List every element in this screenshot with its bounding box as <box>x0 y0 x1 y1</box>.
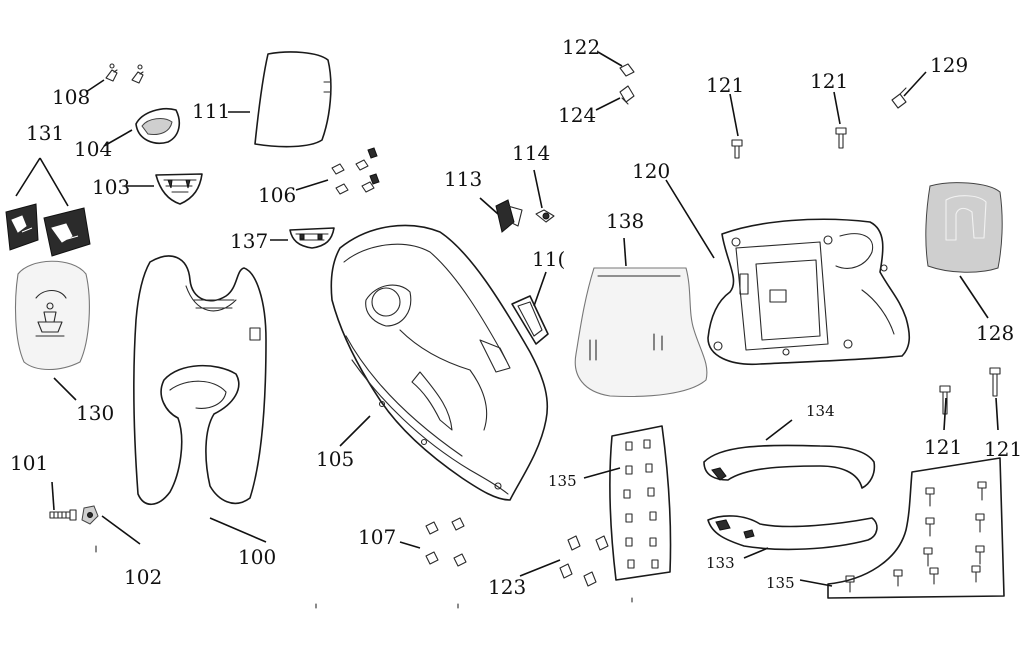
callout-114: 114 <box>512 141 550 165</box>
part-102-nut <box>81 505 99 525</box>
callouts: 111 104 108 103 131 130 101 102 100 106 … <box>10 35 1022 599</box>
part-135-floor-mat-right <box>827 457 1005 599</box>
callout-103: 103 <box>92 175 130 199</box>
part-135-floor-mat-left <box>609 425 672 581</box>
part-104-lens <box>135 108 181 144</box>
part-137-trim <box>289 227 335 249</box>
callout-122: 122 <box>562 35 600 59</box>
callout-137: 137 <box>230 229 268 253</box>
part-116-pad <box>511 295 549 345</box>
callout-116: 11( <box>532 247 565 271</box>
part-122-screw <box>619 63 635 77</box>
part-103-trim <box>155 173 203 205</box>
part-130-cover <box>14 260 90 371</box>
callout-129: 129 <box>930 53 968 77</box>
part-138-panel <box>574 267 708 398</box>
callout-138: 138 <box>606 209 644 233</box>
part-105-front-body <box>330 224 549 501</box>
callout-102: 102 <box>124 565 162 589</box>
part-100-leg-shield <box>133 255 267 506</box>
callout-123: 123 <box>488 575 526 599</box>
part-129-screw <box>891 87 907 109</box>
callout-121-top-left: 121 <box>706 73 744 97</box>
callout-128: 128 <box>976 321 1014 345</box>
callout-105: 105 <box>316 447 354 471</box>
part-121-screws <box>731 127 1001 415</box>
part-131-decals <box>5 203 91 257</box>
callout-101: 101 <box>10 451 48 475</box>
callout-120: 120 <box>632 159 670 183</box>
callout-134: 134 <box>806 402 835 420</box>
callout-135-right: 135 <box>766 574 795 592</box>
callout-106: 106 <box>258 183 296 207</box>
callout-133: 133 <box>706 554 735 572</box>
part-133-rail <box>707 515 878 551</box>
part-107-screws <box>425 517 467 567</box>
callout-130: 130 <box>76 401 114 425</box>
callout-121-bottom-right: 121 <box>984 437 1022 461</box>
part-134-rail <box>703 444 876 489</box>
part-108-screws <box>105 63 144 84</box>
callout-121-top-right: 121 <box>810 69 848 93</box>
part-101-bolt <box>49 509 77 521</box>
callout-113: 113 <box>444 167 482 191</box>
callout-107: 107 <box>358 525 396 549</box>
part-111-cover <box>254 51 332 148</box>
callout-100: 100 <box>238 545 276 569</box>
callout-108: 108 <box>52 85 90 109</box>
leader-lines <box>15 51 999 587</box>
part-124-screw <box>619 85 635 105</box>
callout-111: 111 <box>192 99 230 123</box>
part-113-clip <box>495 199 523 233</box>
part-128-cover <box>925 182 1003 273</box>
edge-marks <box>95 545 633 609</box>
part-123-screws <box>559 535 609 587</box>
callout-135-left: 135 <box>548 472 577 490</box>
callout-131: 131 <box>26 121 64 145</box>
callout-124: 124 <box>558 103 596 127</box>
callout-104: 104 <box>74 137 112 161</box>
part-106-screws <box>331 147 380 195</box>
part-114-fastener <box>535 209 555 223</box>
callout-121-bottom-left: 121 <box>924 435 962 459</box>
part-120-body-tray <box>707 218 911 366</box>
